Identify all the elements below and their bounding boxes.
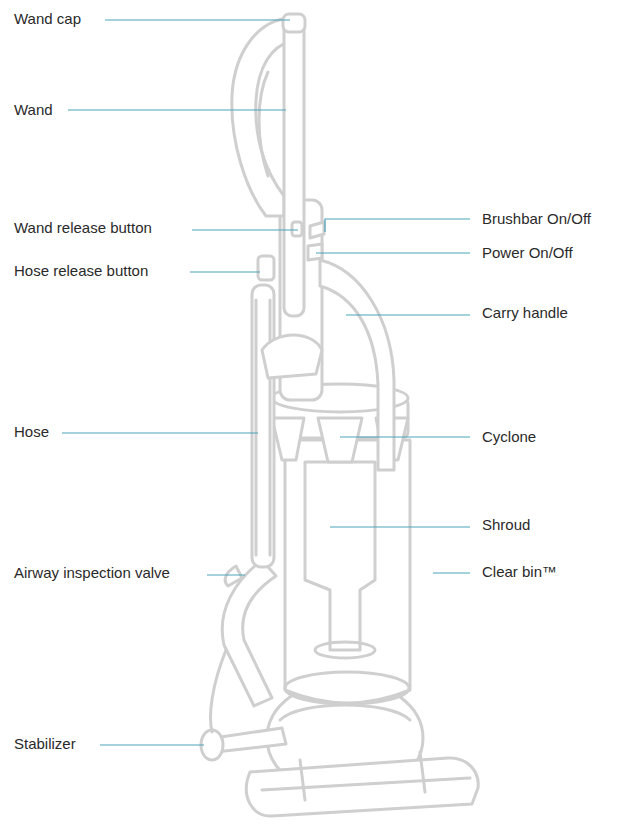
cleaner-head-edge bbox=[262, 778, 470, 790]
part-label: Stabilizer bbox=[14, 735, 76, 753]
part-label: Clear bin™ bbox=[482, 563, 557, 581]
cyclone-cone bbox=[272, 418, 304, 460]
ball-seam bbox=[280, 705, 410, 720]
part-label: Power On/Off bbox=[482, 244, 573, 262]
part-label: Brushbar On/Off bbox=[482, 210, 591, 228]
stabilizer-wheel bbox=[201, 730, 223, 760]
leader-line bbox=[68, 109, 286, 110]
hose-rib bbox=[256, 300, 270, 555]
wand bbox=[284, 16, 304, 316]
frame-arm bbox=[211, 650, 226, 732]
leader-line bbox=[316, 252, 470, 253]
hose-release bbox=[258, 256, 274, 280]
leader-line bbox=[207, 574, 245, 575]
carry-handle bbox=[320, 260, 394, 470]
leader-line bbox=[325, 219, 470, 232]
shroud-base bbox=[315, 642, 375, 658]
shroud bbox=[305, 462, 375, 650]
hose-joint bbox=[262, 335, 322, 378]
part-label: Wand cap bbox=[14, 10, 81, 28]
cleaner-head-neck bbox=[300, 752, 425, 800]
part-label: Wand release button bbox=[14, 219, 152, 237]
part-label: Wand bbox=[14, 101, 53, 119]
cleaner-head bbox=[246, 758, 478, 816]
leader-line bbox=[100, 744, 204, 745]
airway-loop bbox=[222, 560, 276, 706]
airway-valve bbox=[225, 566, 242, 586]
leader-line bbox=[62, 432, 258, 433]
clear-bin bbox=[285, 440, 410, 703]
leader-line bbox=[433, 572, 470, 573]
power-button bbox=[308, 244, 322, 260]
leader-line bbox=[330, 526, 470, 527]
part-label: Hose bbox=[14, 423, 49, 441]
part-label: Shroud bbox=[482, 516, 530, 534]
leader-line bbox=[340, 436, 470, 437]
leader-line bbox=[105, 19, 290, 20]
wand-handle-grip bbox=[259, 72, 268, 176]
part-label: Cyclone bbox=[482, 428, 536, 446]
brushbar-button bbox=[310, 222, 324, 238]
wand-handle bbox=[232, 18, 290, 216]
wand-cap bbox=[283, 14, 305, 32]
leader-line bbox=[346, 314, 470, 315]
wand-release bbox=[292, 222, 302, 236]
part-label: Carry handle bbox=[482, 304, 568, 322]
part-label: Airway inspection valve bbox=[14, 564, 170, 582]
stabilizer-arm bbox=[214, 728, 286, 752]
hose bbox=[252, 285, 274, 567]
part-label: Hose release button bbox=[14, 262, 148, 280]
leader-line bbox=[192, 229, 298, 230]
cyclone-cone bbox=[318, 418, 362, 462]
bin-base bbox=[285, 672, 409, 704]
leader-line bbox=[190, 271, 260, 272]
